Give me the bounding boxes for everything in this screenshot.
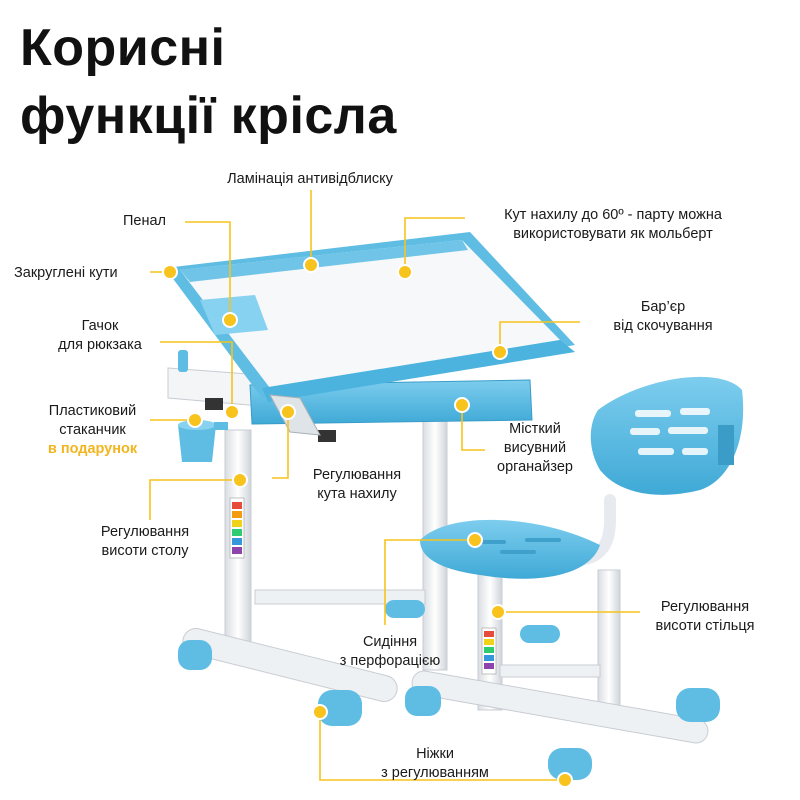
label-organizer-line2: висувний <box>503 440 567 456</box>
label-cup-gift: в подарунок <box>47 441 138 457</box>
label-barrier-line1: Бар’єр <box>640 299 686 315</box>
label-backpack-hook-line2: для рюкзака <box>58 337 142 353</box>
label-barrier-line2: від скочування <box>613 318 713 334</box>
label-tilt: Кут нахилу до 60º - парту можна використ… <box>468 206 758 244</box>
desktop-top-edge <box>180 240 468 282</box>
marker-barrier <box>492 344 508 360</box>
pen-holder-peg <box>178 350 188 372</box>
label-chair-height: Регулювання висоти стільця <box>640 598 770 636</box>
backrest-slots <box>630 408 710 455</box>
marker-legs-1 <box>312 704 328 720</box>
desktop-surface <box>180 240 560 388</box>
line-barrier <box>499 321 580 352</box>
marker-pencil-case <box>222 312 238 328</box>
label-lamination: Ламінація антивідблиску <box>227 171 393 187</box>
marker-organizer <box>454 397 470 413</box>
chair-seat <box>420 519 600 579</box>
label-tilt-line2: використовувати як мольберт <box>513 226 713 242</box>
line-seat <box>384 539 475 625</box>
chair-right-leg <box>597 569 621 711</box>
desk-left-foot <box>182 628 398 702</box>
label-legs-line1: Ніжки <box>416 746 454 762</box>
label-chair-height-line1: Регулювання <box>660 599 750 615</box>
marker-tilt <box>397 264 413 280</box>
label-chair-height-line2: висоти стільця <box>655 618 755 634</box>
marker-chair-height <box>490 604 506 620</box>
chair-crossbar <box>499 664 601 678</box>
desk-chair-illustration <box>149 190 744 788</box>
label-seat-line2: з перфорацією <box>339 653 441 669</box>
chair-foot-cap-back <box>520 625 560 643</box>
line-pencil-case <box>185 221 231 320</box>
label-backpack-hook: Гачок для рюкзака <box>40 317 160 355</box>
callout-markers <box>162 257 573 788</box>
label-tilt-adjust: Регулювання кута нахилу <box>292 466 422 504</box>
chair-foot-cap-front <box>548 748 592 780</box>
label-backpack-hook-line1: Гачок <box>81 318 119 334</box>
label-cup-line1: Пластиковий <box>48 403 137 419</box>
label-anti-slip-barrier: Бар’єр від скочування <box>588 298 738 336</box>
chair-foot-cap-left <box>405 686 441 716</box>
line-tilt-adjust <box>272 412 289 479</box>
label-seat: Сидіння з перфорацією <box>335 633 445 671</box>
backrest-adjuster <box>718 425 734 465</box>
label-pencil-case: Пенал <box>123 213 167 229</box>
line-organizer <box>461 405 485 451</box>
desk-left-foot-cap-back <box>178 640 212 670</box>
marker-backpack-hook <box>224 404 240 420</box>
line-desk-height <box>149 479 240 520</box>
plastic-cup <box>178 420 228 462</box>
seat-perforation <box>470 538 561 554</box>
label-tilt-line1: Кут нахилу до 60º - парту можна <box>504 207 722 223</box>
marker-seat <box>467 532 483 548</box>
label-cup-line2: стаканчик <box>59 422 126 438</box>
chair-foot-cap-right <box>676 688 720 722</box>
product-diagram <box>0 150 800 800</box>
label-plastic-cup: Пластиковий стаканчик в подарунок <box>30 402 155 459</box>
marker-legs-2 <box>557 772 573 788</box>
line-tilt <box>404 217 465 270</box>
desk-crossbar <box>254 589 426 605</box>
desk-left-foot-cap-front <box>318 690 362 726</box>
label-organizer-line1: Місткий <box>509 421 561 437</box>
label-organizer: Місткий висувний органайзер <box>480 420 590 477</box>
line-legs <box>319 712 565 781</box>
chair-backrest <box>590 376 744 495</box>
marker-lamination <box>303 257 319 273</box>
leader-lines <box>149 190 640 781</box>
chair <box>405 376 744 780</box>
label-organizer-line3: органайзер <box>497 459 573 475</box>
label-seat-line1: Сидіння <box>362 634 418 650</box>
label-desk-height: Регулювання висоти столу <box>80 523 210 561</box>
label-desk-height-line2: висоти столу <box>101 543 189 559</box>
label-rounded-corners: Закруглені кути <box>14 265 118 281</box>
desk-bracket <box>205 398 223 410</box>
line-backpack-hook <box>160 341 233 412</box>
page-title: Корисні функції крісла <box>20 14 397 150</box>
marker-desk-height <box>232 472 248 488</box>
marker-rounded-corners <box>162 264 178 280</box>
desk-height-scale <box>229 497 245 559</box>
label-tilt-adjust-line2: кута нахилу <box>317 486 397 502</box>
title-line-2: функції крісла <box>20 87 397 145</box>
desk-bracket-2 <box>318 430 336 442</box>
desk-right-foot-cap-back <box>385 600 425 618</box>
label-tilt-adjust-line1: Регулювання <box>312 467 402 483</box>
chair-foot <box>411 670 709 744</box>
marker-cup <box>187 412 203 428</box>
label-desk-height-line1: Регулювання <box>100 524 190 540</box>
desk <box>165 232 575 726</box>
label-legs-line2: з регулюванням <box>381 765 489 781</box>
marker-tilt-adjust <box>280 404 296 420</box>
title-line-1: Корисні <box>20 19 226 77</box>
label-legs: Ніжки з регулюванням <box>370 745 500 783</box>
chair-height-scale <box>481 627 497 675</box>
